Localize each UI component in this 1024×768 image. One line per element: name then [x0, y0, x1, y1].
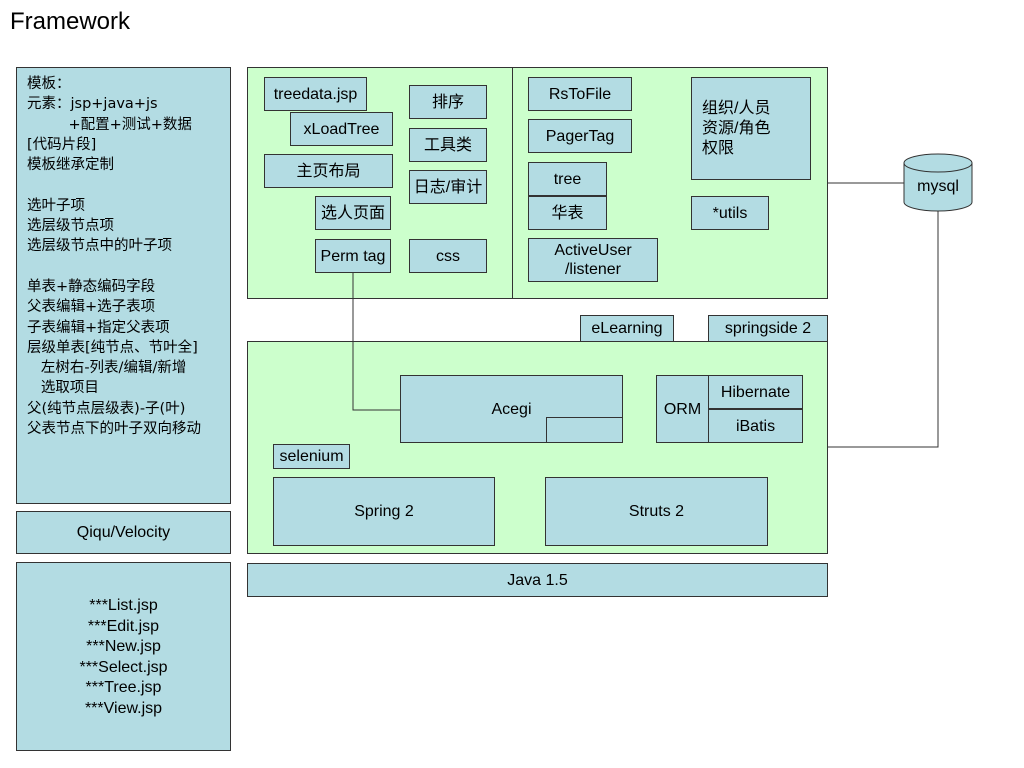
note-line: 子表编辑+指定父表项 — [27, 319, 170, 336]
permtag-acegi-connector — [352, 273, 400, 411]
orm-box: ORM — [656, 375, 709, 443]
template-notes-panel: 模板：元素：jsp+java+js +配置+测试+数据[代码片段]模板继承定制选… — [16, 67, 231, 504]
note-line: 选取项目 — [27, 380, 99, 397]
mysql-label: mysql — [917, 178, 959, 195]
elearning-tag: eLearning — [580, 315, 674, 342]
template-file-item: ***Edit.jsp — [87, 617, 160, 635]
perm-tag-box: Perm tag — [315, 239, 391, 273]
java-base-box: Java 1.5 — [247, 563, 828, 597]
note-line: 父(纯节点层级表)-子(叶) — [27, 400, 186, 417]
sort-box: 排序 — [409, 85, 487, 119]
selenium-box: selenium — [273, 444, 350, 469]
note-line: +配置+测试+数据 — [27, 116, 192, 133]
tree-box: tree — [528, 162, 607, 196]
note-line: 选层级节点中的叶子项 — [27, 238, 172, 255]
struts-box: Struts 2 — [545, 477, 768, 546]
log-audit-box: 日志/审计 — [409, 170, 487, 204]
note-line: [代码片段] — [27, 136, 97, 153]
spring-box: Spring 2 — [273, 477, 495, 546]
template-engine-box: Qiqu/Velocity — [16, 511, 231, 554]
homepage-layout-box: 主页布局 — [264, 154, 393, 188]
css-box: css — [409, 239, 487, 273]
acegi-box: Acegi — [400, 375, 623, 443]
acegi-sub-box — [546, 417, 623, 443]
hibernate-box: Hibernate — [708, 375, 803, 409]
note-line: 父表节点下的叶子双向移动 — [27, 421, 201, 438]
core-mysql-connector — [828, 210, 939, 448]
huabiao-box: 华表 — [528, 196, 607, 230]
template-file-item: ***Select.jsp — [79, 658, 168, 676]
xloadtree-box: xLoadTree — [290, 112, 393, 146]
template-file-item: ***Tree.jsp — [85, 679, 162, 696]
tools-box: 工具类 — [409, 128, 487, 162]
utils-box: *utils — [691, 196, 769, 230]
org-resource-permission-box: 组织/人员 资源/角色 权限 — [691, 77, 811, 180]
note-line: 模板： — [27, 76, 71, 92]
note-line: 左树右-列表/编辑/新增 — [27, 360, 187, 377]
activeuser-listener-box: ActiveUser /listener — [528, 238, 658, 282]
template-file-item: ***List.jsp — [89, 597, 158, 614]
ibatis-box: iBatis — [708, 409, 803, 443]
pagertag-box: PagerTag — [528, 119, 632, 153]
note-line: 元素：jsp+java+js — [27, 96, 158, 113]
note-line: 选叶子项 — [27, 197, 85, 214]
template-file-item: ***New.jsp — [86, 638, 161, 655]
note-line: 模板继承定制 — [27, 157, 114, 174]
note-line: 单表+静态编码字段 — [27, 278, 156, 295]
mysql-cylinder — [903, 153, 973, 212]
treedata-jsp-box: treedata.jsp — [264, 77, 367, 111]
page-title: Framework — [10, 8, 131, 35]
note-line: 层级单表[纯节点、节叶全] — [27, 339, 198, 356]
rstofile-box: RsToFile — [528, 77, 632, 111]
note-line: 父表编辑+选子表项 — [27, 299, 156, 316]
template-files-panel: ***List.jsp ***Edit.jsp ***New.jsp ***Selec… — [16, 562, 231, 751]
template-file-item: ***View.jsp — [84, 699, 163, 717]
select-person-page-box: 选人页面 — [315, 196, 391, 230]
note-line: 选层级节点项 — [27, 218, 114, 235]
